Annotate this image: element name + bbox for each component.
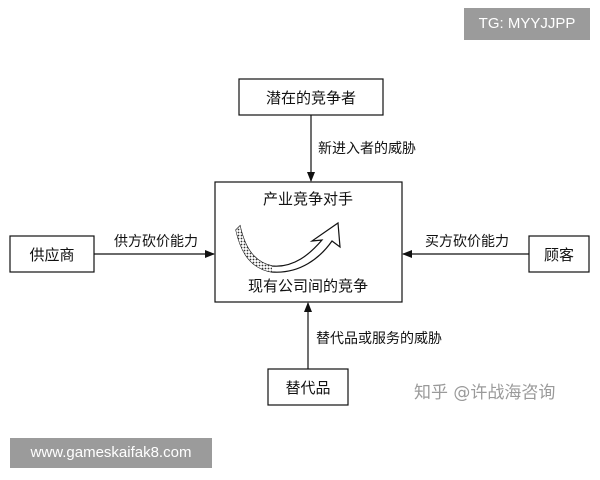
substitutes-threat-label: 替代品或服务的威胁 [316, 331, 442, 347]
competition-curve-icon [235, 221, 341, 273]
center-box [214, 181, 403, 303]
buyer-power-label: 买方砍价能力 [425, 234, 509, 250]
substitutes-box [267, 368, 349, 406]
center-title: 产业竞争对手 [263, 190, 353, 208]
potential-entrants-box [238, 78, 384, 116]
potential-entrants-label: 潜在的竞争者 [266, 89, 356, 107]
supplier-box [9, 235, 95, 273]
top-right-tag: TG: MYYJJPP [464, 8, 590, 40]
supplier-power-label: 供方砍价能力 [114, 234, 198, 250]
new-entrants-threat-label: 新进入者的威胁 [318, 141, 416, 157]
customer-box [528, 235, 590, 273]
substitutes-label: 替代品 [285, 379, 330, 397]
center-subtitle: 现有公司间的竞争 [248, 277, 368, 295]
website-tag[interactable]: www.gameskaifak8.com [10, 438, 212, 468]
customer-label: 顾客 [544, 246, 574, 264]
supplier-label: 供应商 [29, 246, 74, 264]
zhihu-watermark: 知乎 @许战海咨询 [414, 383, 556, 403]
